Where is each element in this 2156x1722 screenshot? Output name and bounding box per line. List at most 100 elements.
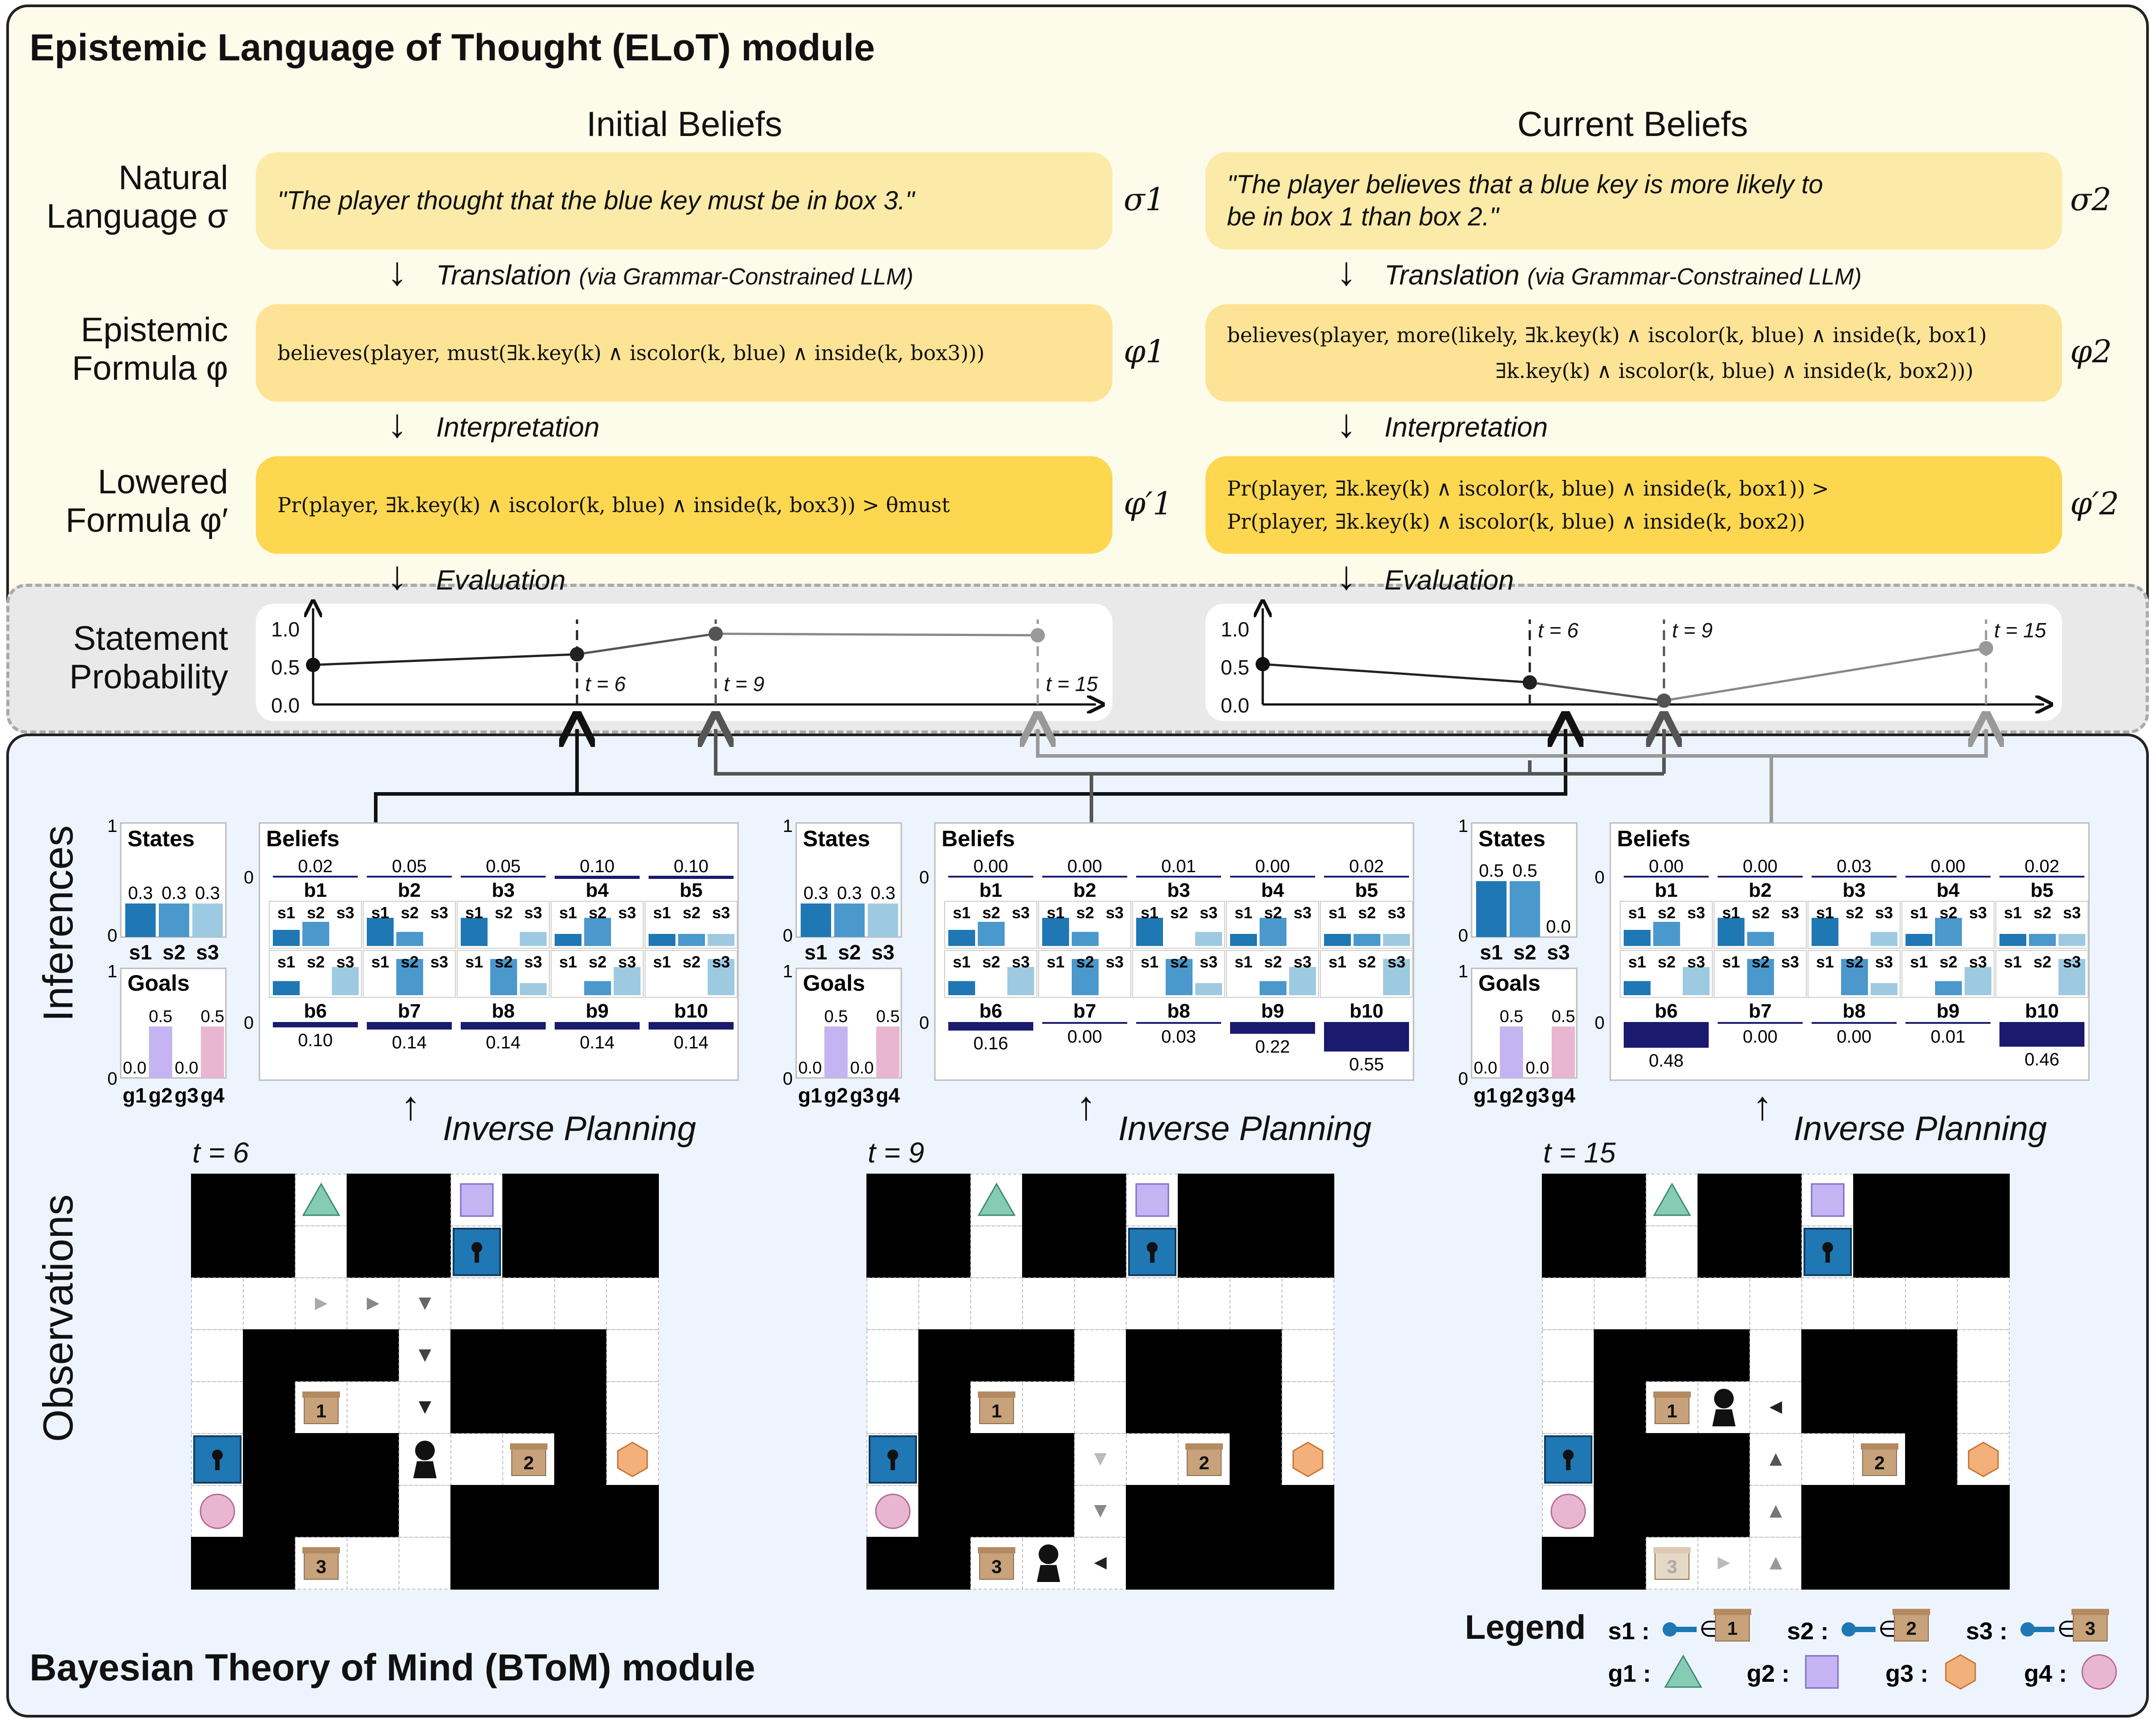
path-arrow-down-icon [1094,1505,1107,1518]
belief-mini-tick: s1 [1141,903,1159,922]
belief-mini-tick: s3 [2063,903,2081,922]
initial-formula-box: believes(player, must(∃k.key(k) ∧ iscolo… [256,304,1112,402]
wall-cell [554,1537,607,1590]
floor-cell [1126,1277,1179,1330]
goal-value: 0.0 [850,1059,874,1077]
belief-mini-bar [1383,934,1410,946]
wall-cell [1178,1174,1231,1226]
time-marker-label: t = 15 [1046,672,1098,696]
wall-cell [1282,1537,1334,1590]
floor-cell [1594,1277,1647,1330]
inference-panel-3: States100.5s10.5s20.0s3Goals100.0g10.5g2… [1458,816,2090,1107]
belief-mini-tick: s1 [2004,903,2022,922]
goals-axis-zero: 0 [783,1069,793,1089]
time-marker-label: t = 9 [1672,619,1713,642]
key-icon [1842,1622,1856,1637]
belief-mini-tick: s3 [618,953,636,971]
initial-sentence-box: "The player thought that the blue key mu… [256,152,1112,250]
row-label-epistemic-formula: Epistemic Formula φ [72,311,228,387]
states-title: States [803,826,870,851]
interpretation-arrow-right: ↓ [1336,401,1357,446]
wall-cell [1074,1226,1127,1278]
y-tick-label: 1.0 [1221,618,1249,641]
belief-mini-bar [1136,918,1163,946]
wall-cell [1542,1174,1595,1226]
row-label-statement-probability: Statement Probability [69,619,228,696]
belief-mini-tick: s2 [1076,953,1094,971]
path-arrow-up-icon [1770,1505,1782,1518]
beliefs-axis-zero-top: 0 [1595,868,1604,887]
goal-bar [201,1026,224,1078]
wall-cell [243,1174,296,1226]
wall-cell [1594,1226,1647,1278]
floor-cell [970,1277,1023,1330]
belief-mini-bar [1624,981,1651,995]
keyhole-slot [1566,1457,1570,1470]
belief-mini-tick: s1 [1628,953,1646,971]
legend-label: g3 : [1885,1660,1928,1687]
belief-mini-bar [1072,959,1099,995]
belief-name-bottom: b7 [398,1000,420,1022]
wall-cell [502,1381,555,1434]
belief-mini-tick: s2 [982,953,1000,971]
belief-mini-tick: s2 [307,953,325,971]
goal-value: 0.0 [798,1059,822,1077]
box-number: 1 [991,1400,1002,1421]
hexagon-goal-icon [1968,1442,1999,1477]
belief-value-bottom: 0.14 [580,1033,615,1052]
belief-mini-tick: s2 [1752,953,1770,971]
belief-mini-tick: s3 [1781,903,1799,922]
keyhole [212,1450,223,1460]
wall-cell [1594,1433,1647,1486]
beliefs-title: Beliefs [266,826,340,851]
belief-bar-bottom [1906,1022,1990,1024]
wall-cell [1698,1174,1750,1226]
belief-mini-tick: s2 [683,953,700,971]
belief-mini-tick: s3 [1969,953,1987,971]
belief-bar-bottom [273,1022,358,1027]
belief-mini-tick: s2 [1940,953,1957,971]
wall-cell [502,1329,555,1382]
wall-cell [1022,1433,1075,1486]
belief-name-bottom: b6 [979,1000,1002,1022]
state-tick: s2 [838,941,861,964]
keyhole [1563,1450,1574,1460]
goal-tick: g1 [1473,1084,1498,1107]
keyhole [1822,1242,1833,1253]
belief-mini-bar [584,918,611,946]
inverse-planning-arrow-3: ↓ [1752,1089,1773,1134]
evaluation-arrow-left: ↓ [387,553,407,598]
belief-mini-bar [1007,967,1034,995]
belief-mini-bar [614,967,641,995]
wall-cell [918,1226,971,1278]
player-body-icon [1712,1409,1736,1426]
box-lid [510,1443,547,1450]
floor-cell [1646,1277,1698,1330]
floor-cell [554,1277,607,1330]
wall-cell [1905,1433,1958,1486]
belief-bar-top [649,876,734,879]
wall-cell [1646,1433,1698,1486]
belief-mini-bar [520,983,547,995]
belief-value-top: 0.00 [1649,857,1684,876]
state-tick: s1 [129,941,152,964]
path-arrow-up-icon [1770,1557,1782,1569]
belief-value-bottom: 0.00 [1743,1027,1778,1047]
goal-tick: g4 [876,1084,900,1107]
connector-t9-left [716,729,1093,825]
inverse-planning-arrow-1: ↓ [400,1089,421,1134]
belief-value-bottom: 0.03 [1161,1027,1196,1047]
path-arrow-up-icon [1770,1453,1782,1466]
wall-cell [450,1537,503,1590]
wall-cell [1282,1226,1334,1278]
belief-mini-tick: s2 [1264,953,1282,971]
inferences-side-label: Inferences [34,825,81,1022]
floor-cell [866,1329,919,1382]
square-goal-icon [460,1183,494,1217]
belief-bar-bottom [555,1022,640,1030]
key-shaft [1675,1627,1697,1632]
belief-mini-tick: s3 [1687,903,1705,922]
belief-value-bottom: 0.48 [1649,1051,1684,1071]
translation-step-right: Translation (via Grammar-Constrained LLM… [1384,260,1862,291]
